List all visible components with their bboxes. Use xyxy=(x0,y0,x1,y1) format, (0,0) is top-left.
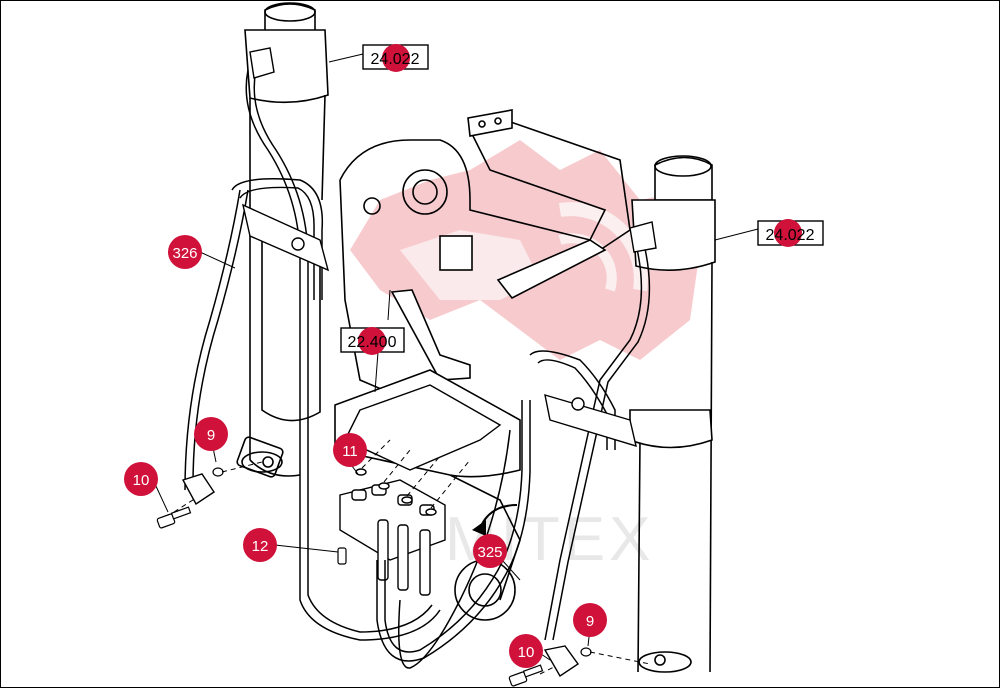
callout-9-left[interactable]: 9 xyxy=(194,417,228,451)
right-cylinder xyxy=(629,155,716,673)
callout-9-right-label: 9 xyxy=(586,613,594,630)
callout-10-right-label: 10 xyxy=(518,644,535,661)
callout-325[interactable]: 325 xyxy=(473,534,507,568)
assembly-lines xyxy=(173,439,651,675)
callout-10-right[interactable]: 10 xyxy=(509,634,543,668)
callout-325-label: 325 xyxy=(477,544,502,561)
clamp-brackets xyxy=(181,47,657,677)
ref-box-mid[interactable]: 22.400 xyxy=(340,327,405,355)
callout-9-right[interactable]: 9 xyxy=(573,603,607,637)
valve-block xyxy=(339,384,502,596)
callout-12-label: 12 xyxy=(252,538,269,555)
callout-11-label: 11 xyxy=(342,443,358,460)
ref-label-left: 24.022 xyxy=(371,51,420,68)
ref-label-right: 24.022 xyxy=(766,227,815,244)
callout-10-left-label: 10 xyxy=(133,472,150,489)
hydraulic-hoses xyxy=(184,69,651,669)
callout-10-left[interactable]: 10 xyxy=(124,462,158,496)
left-cylinder xyxy=(236,2,329,478)
callout-12[interactable]: 12 xyxy=(243,528,277,562)
ref-box-left[interactable]: 24.022 xyxy=(362,44,429,72)
callout-326[interactable]: 326 xyxy=(168,235,202,269)
callout-11[interactable]: 11 xyxy=(333,433,367,467)
callout-9-left-label: 9 xyxy=(207,427,215,444)
callout-326-label: 326 xyxy=(172,245,197,262)
ref-box-right[interactable]: 24.022 xyxy=(757,219,824,247)
ref-label-mid: 22.400 xyxy=(348,334,397,351)
rotation-arrow xyxy=(472,504,518,536)
